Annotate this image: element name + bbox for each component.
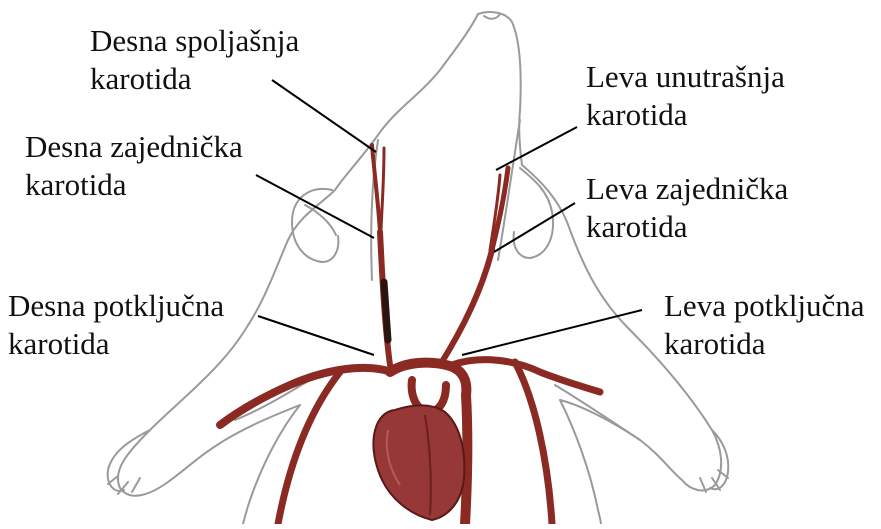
heart-shape bbox=[373, 405, 464, 520]
label-right-subclavian: Desna potključna karotida bbox=[8, 287, 224, 363]
label-line: karotida bbox=[586, 208, 788, 246]
label-left-common-carotid: Leva zajednička karotida bbox=[586, 170, 788, 246]
left-common-carotid-vessel bbox=[440, 250, 492, 365]
label-line: Desna potključna bbox=[8, 287, 224, 325]
label-line: karotida bbox=[664, 325, 865, 363]
descending-aorta bbox=[465, 395, 467, 524]
left-descending-branch bbox=[515, 362, 552, 524]
nose-detail bbox=[484, 14, 500, 19]
label-line: karotida bbox=[25, 166, 243, 204]
leader-left-subclavian bbox=[462, 310, 642, 355]
left-paw bbox=[108, 430, 150, 494]
leader-left-internal-carotid bbox=[496, 127, 577, 170]
label-line: Desna spoljašnja bbox=[90, 22, 299, 60]
heart bbox=[373, 405, 464, 520]
label-line: Leva potključna bbox=[664, 287, 865, 325]
label-line: karotida bbox=[586, 96, 785, 134]
label-line: karotida bbox=[8, 325, 224, 363]
arm-line-left bbox=[235, 380, 310, 420]
leader-right-common-carotid bbox=[256, 175, 374, 238]
leader-right-subclavian bbox=[258, 316, 374, 355]
label-line: karotida bbox=[90, 60, 299, 98]
label-line: Desna zajednička bbox=[25, 128, 243, 166]
label-line: Leva unutrašnja bbox=[586, 58, 785, 96]
right-descending-branch bbox=[278, 372, 340, 524]
right-internal-carotid-vessel bbox=[381, 148, 384, 230]
right-common-carotid-dark bbox=[384, 282, 388, 340]
leader-lines bbox=[256, 80, 642, 355]
label-line: Leva zajednička bbox=[586, 170, 788, 208]
label-right-common-carotid: Desna zajednička karotida bbox=[25, 128, 243, 204]
label-right-external-carotid: Desna spoljašnja karotida bbox=[90, 22, 299, 98]
right-paw bbox=[700, 430, 728, 492]
torso-right bbox=[560, 400, 601, 524]
label-left-subclavian: Leva potključna karotida bbox=[664, 287, 865, 363]
right-ear bbox=[514, 168, 553, 258]
label-left-internal-carotid: Leva unutrašnja karotida bbox=[586, 58, 785, 134]
